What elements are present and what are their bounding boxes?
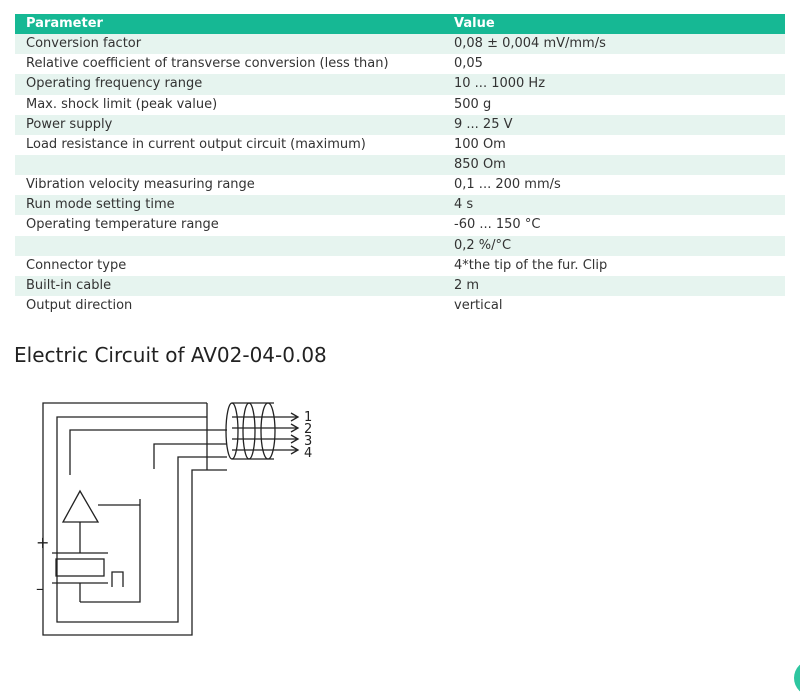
wire-a	[69, 429, 207, 475]
value-cell: 100 Om	[443, 134, 785, 155]
table-row: Max. shock limit (peak value)500 g	[15, 94, 785, 115]
table-header-row: Parameter Value	[15, 14, 785, 35]
value-cell: 0,05	[443, 54, 785, 75]
housing-inner-wall	[56, 416, 207, 623]
table-row: Operating temperature range-60 ... 150 °…	[15, 215, 785, 236]
parameter-cell: Operating frequency range	[15, 74, 443, 95]
chat-widget-button[interactable]	[794, 660, 800, 696]
value-cell: 0,2 %/°C	[443, 235, 785, 256]
value-cell: vertical	[443, 295, 785, 317]
circuit-diagram: 1 2 3 4 + –	[36, 402, 312, 636]
wire-b	[153, 443, 207, 469]
table-row: Load resistance in current output circui…	[15, 134, 785, 155]
parameter-cell: Run mode setting time	[15, 195, 443, 216]
value-cell: 0,08 ± 0,004 mV/mm/s	[443, 34, 785, 55]
value-cell: -60 ... 150 °C	[443, 215, 785, 236]
header-parameter: Parameter	[15, 14, 443, 35]
arrow-icon	[290, 434, 300, 444]
parameter-cell: Max. shock limit (peak value)	[15, 94, 443, 115]
cable-jacket	[232, 402, 274, 460]
piezo-crystal	[55, 558, 105, 577]
parameter-cell: Relative coefficient of transverse conve…	[15, 54, 443, 75]
parameter-cell	[15, 154, 443, 176]
section-title: Electric Circuit of AV02-04-0.08	[14, 343, 327, 367]
parameter-cell: Connector type	[15, 255, 443, 276]
parameter-cell: Output direction	[15, 295, 443, 317]
plus-sign: +	[36, 533, 49, 552]
value-cell: 0,1 ... 200 mm/s	[443, 175, 785, 196]
output-label-2: 2	[304, 422, 312, 437]
parameter-cell	[15, 235, 443, 256]
table-row: Relative coefficient of transverse conve…	[15, 54, 785, 75]
wire-return	[80, 499, 141, 603]
ground-icon	[111, 571, 124, 587]
header-value: Value	[443, 14, 785, 35]
connector-stubs	[206, 403, 227, 471]
output-label-3: 3	[304, 434, 312, 449]
table-row: 0,2 %/°C	[15, 235, 785, 256]
value-cell: 10 ... 1000 Hz	[443, 74, 785, 95]
output-label-1: 1	[304, 410, 312, 425]
minus-sign: –	[36, 579, 44, 598]
table-row: 850 Om	[15, 154, 785, 176]
parameter-cell: Conversion factor	[15, 34, 443, 55]
arrow-icon	[290, 445, 300, 455]
parameter-cell: Load resistance in current output circui…	[15, 134, 443, 155]
output-label-4: 4	[304, 446, 312, 461]
amplifier-triangle	[61, 489, 100, 523]
value-cell: 4 s	[443, 195, 785, 216]
value-cell: 9 ... 25 V	[443, 114, 785, 135]
value-cell: 4*the tip of the fur. Clip	[443, 255, 785, 276]
value-cell: 850 Om	[443, 154, 785, 176]
housing-outer-wall	[42, 402, 207, 636]
parameter-cell: Vibration velocity measuring range	[15, 175, 443, 196]
arrow-icon	[290, 423, 300, 433]
parameter-cell: Operating temperature range	[15, 215, 443, 236]
value-cell: 2 m	[443, 275, 785, 296]
value-cell: 500 g	[443, 94, 785, 115]
parameter-cell: Built-in cable	[15, 275, 443, 296]
arrow-icon	[290, 412, 300, 422]
parameter-cell: Power supply	[15, 114, 443, 135]
